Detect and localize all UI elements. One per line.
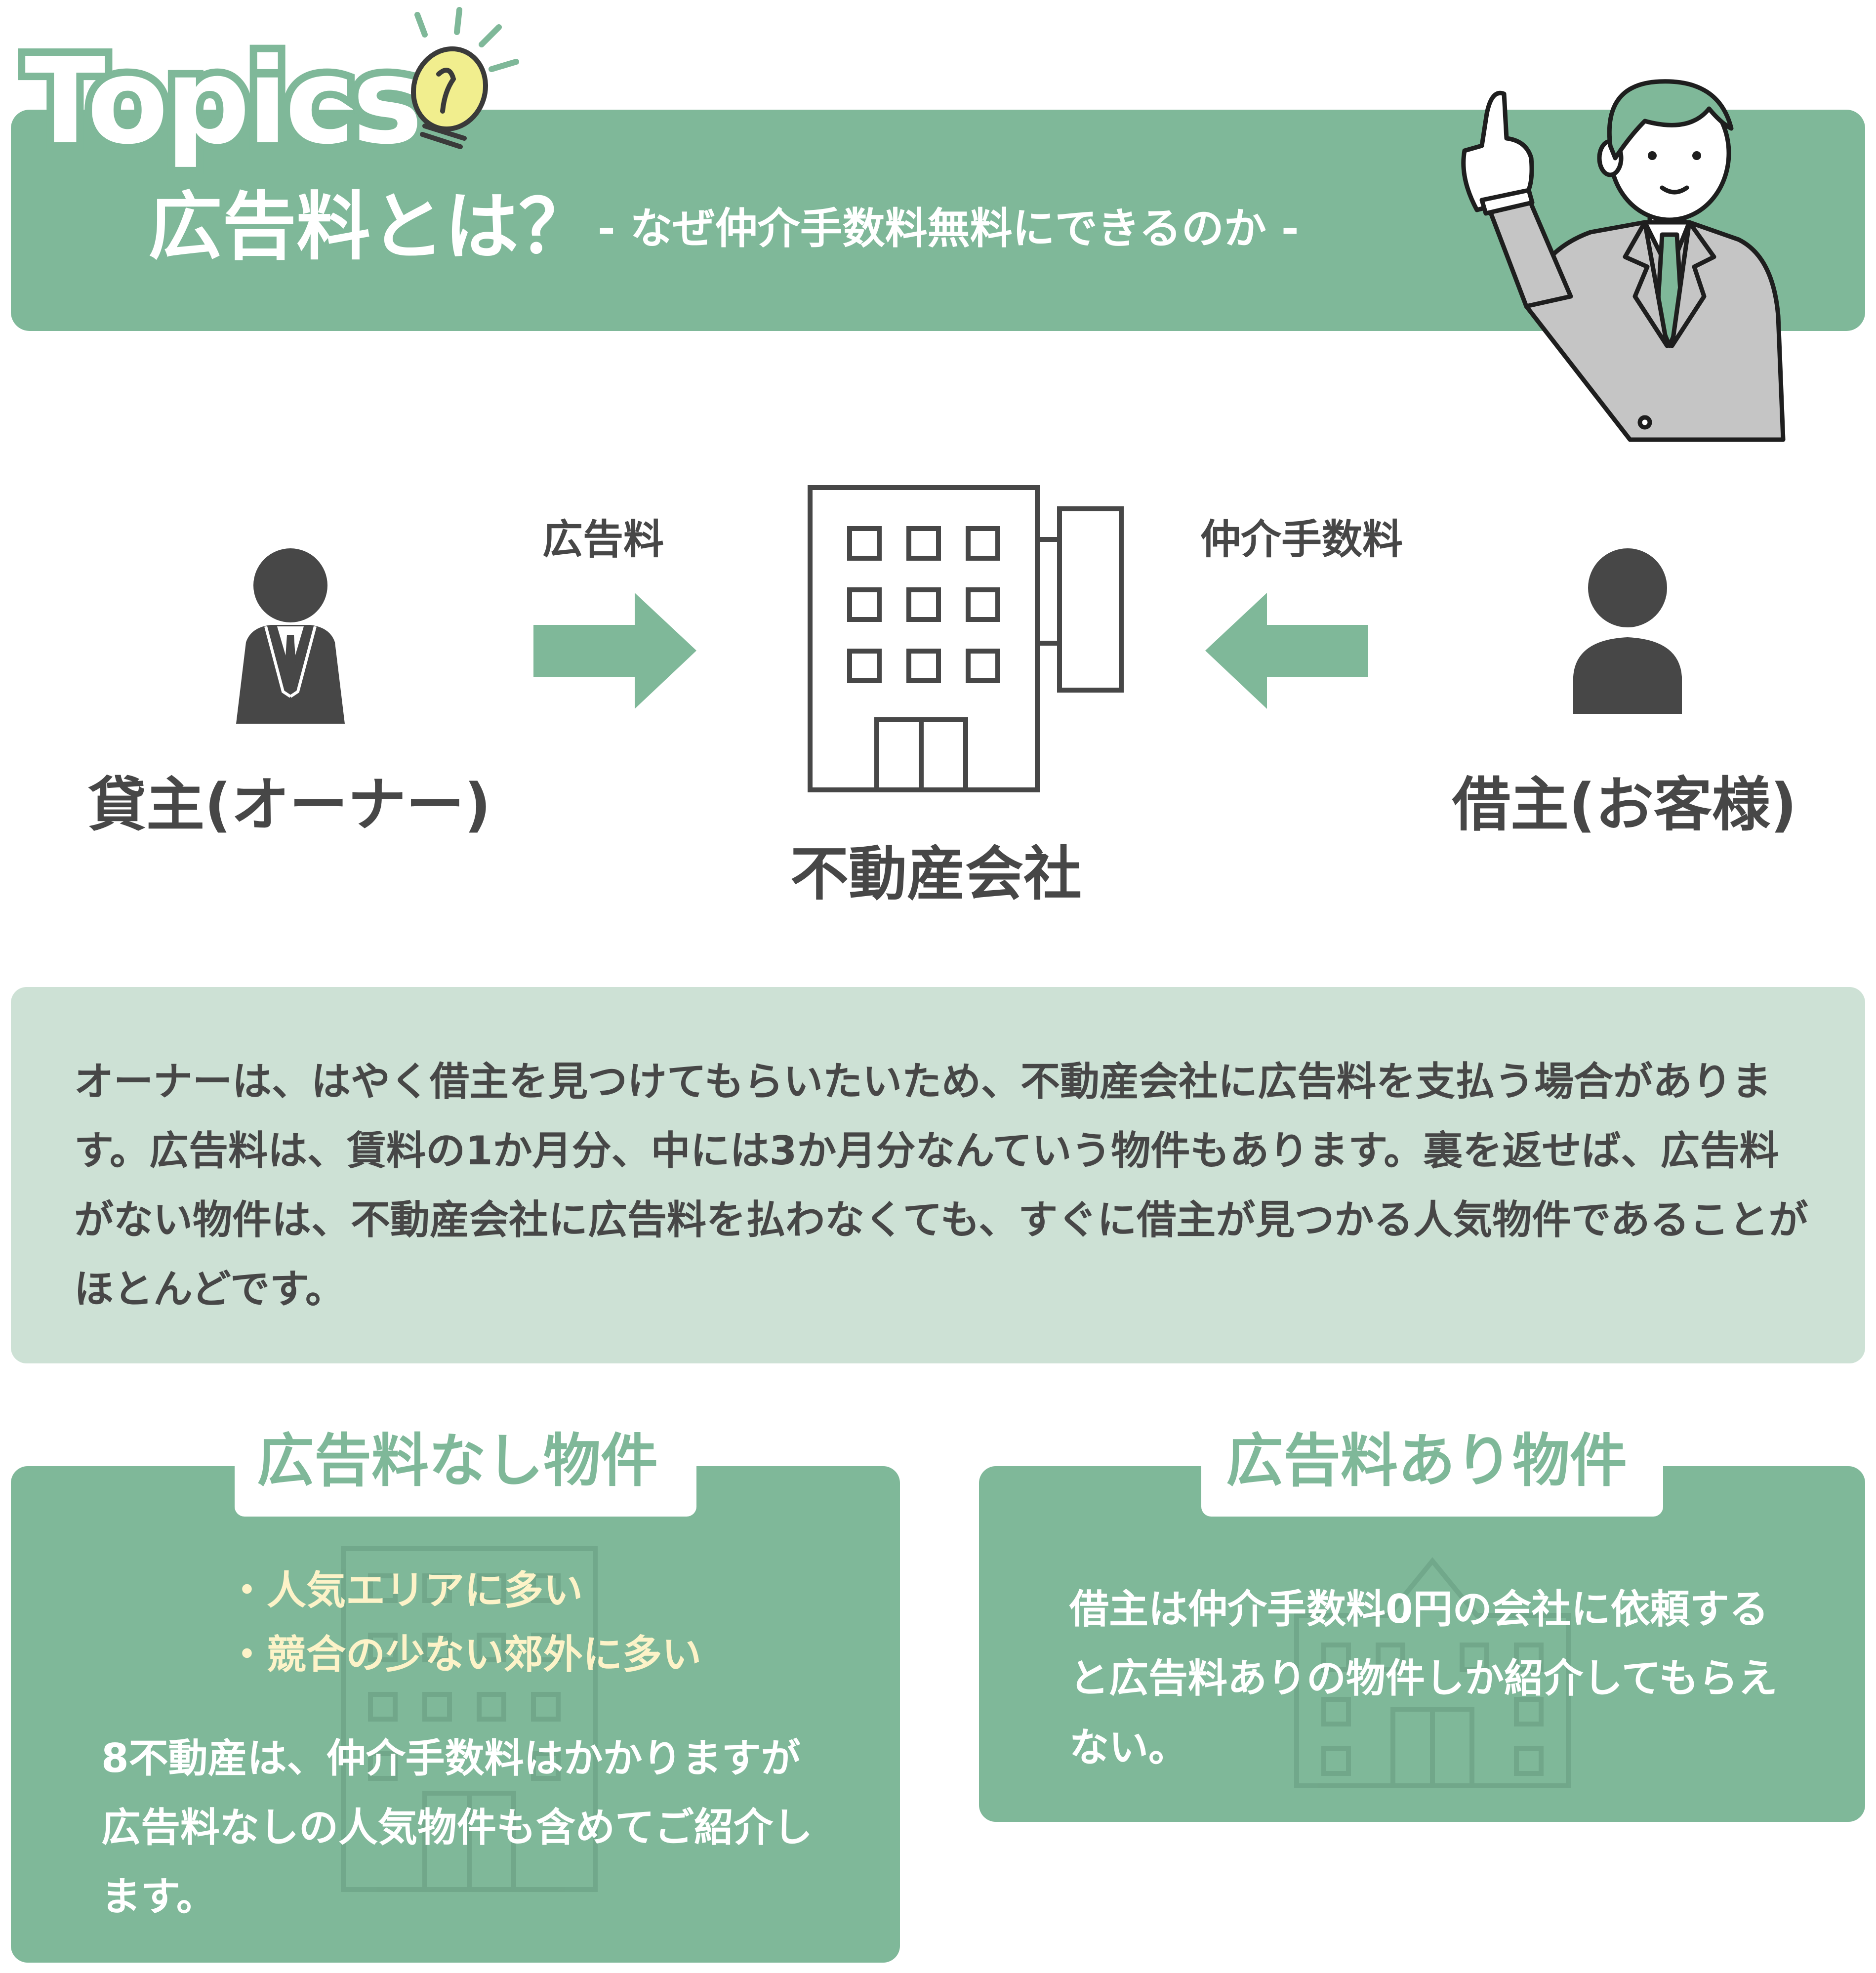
no-ad-fee-bullet-1: ・人気エリアに多い [227,1567,583,1613]
explanation-text: オーナーは、はやく借主を見つけてもらいたいため、不動産会社に広告料を支払う場合が… [74,1059,1808,1312]
page-title: 広告料とは？ [148,184,593,270]
owner-person-icon [236,548,345,724]
with-ad-fee-card [979,1466,1865,1822]
tenant-person-icon [1573,548,1682,714]
arrow-right-icon [533,593,696,709]
page-subtitle: - なぜ仲介手数料無料にできるのか - [598,204,1299,253]
building-watermark-icon [341,1546,598,1892]
no-ad-fee-title: 広告料なし物件 [257,1428,658,1494]
with-ad-fee-body: 借主は仲介手数料0円の会社に依頼すると広告料ありの物件しか紹介してもらえない。 [1069,1586,1778,1770]
lightbulb-icon [410,7,519,149]
businessman-pointing-illustration [1461,79,1786,442]
building-icon [808,485,1124,792]
no-ad-fee-tab [235,1451,696,1517]
house-watermark-icon [1294,1557,1571,1788]
arrow-left-icon [1205,593,1368,709]
owner-label: 貸主(オーナー) [88,771,491,839]
brokerage-fee-arrow-label: 仲介手数料 [1200,516,1403,563]
tenant-label: 借主(お客様) [1452,771,1797,839]
ad-fee-arrow-label: 広告料 [542,516,664,563]
with-ad-fee-tab [1201,1451,1663,1517]
topics-logo: Topics [17,32,430,170]
real-estate-company-label: 不動産会社 [790,840,1082,908]
no-ad-fee-bullet-2: ・競合の少ない郊外に多い [227,1632,701,1678]
with-ad-fee-title: 広告料あり物件 [1226,1428,1627,1494]
no-ad-fee-body: 8不動産は、仲介手数料はかかりますが広告料なしの人気物件も含めてご紹介します。 [101,1735,813,1920]
explanation-box [11,987,1865,1363]
